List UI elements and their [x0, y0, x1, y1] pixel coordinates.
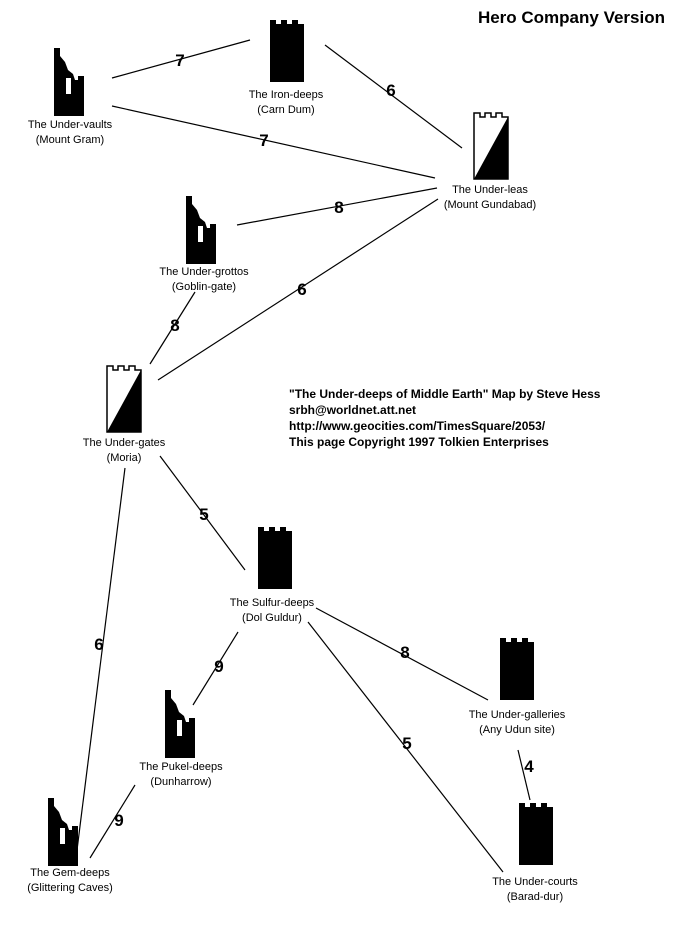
route-pukel-gem: [89, 784, 136, 859]
site-label-iron: The Iron-deeps (Carn Dum): [249, 88, 324, 118]
ruined-tower-icon: [186, 196, 216, 264]
border-hold-icon: [473, 112, 509, 180]
site-location: (Dol Guldur): [242, 612, 302, 624]
dark-tower-icon: [258, 527, 292, 589]
site-name: The Under-grottos: [159, 266, 249, 278]
route-distance: 7: [175, 51, 185, 70]
dark-tower-icon: [519, 803, 553, 865]
credits-line: "The Under-deeps of Middle Earth" Map by…: [289, 387, 601, 401]
dark-tower-icon: [270, 20, 304, 82]
map-title: Hero Company Version: [477, 8, 665, 27]
route-distance: 5: [199, 505, 209, 524]
route-gates-sulfur: [159, 455, 246, 571]
site-location: (Glittering Caves): [27, 882, 113, 894]
route-gates-leas: [157, 198, 439, 381]
site-location: (Carn Dum): [257, 104, 315, 116]
site-name: The Under-courts: [492, 876, 578, 888]
site-label-courts: The Under-courts (Barad-dur): [492, 875, 578, 905]
site-label-pukel: The Pukel-deeps (Dunharrow): [139, 760, 222, 790]
site-name: The Iron-deeps: [248, 89, 324, 101]
route-sulfur-pukel: [192, 631, 239, 706]
site-name: The Pukel-deeps: [139, 761, 223, 773]
route-sulfur-courts: [307, 621, 504, 873]
site-label-leas: The Under-leas (Mount Gundabad): [444, 183, 536, 213]
site-location: (Barad-dur): [506, 891, 564, 903]
route-distance: 7: [259, 131, 269, 150]
site-location: (Moria): [106, 452, 142, 464]
route-vaults-iron: [111, 39, 251, 79]
site-name: The Sulfur-deeps: [229, 597, 315, 609]
site-label-gates: The Under-gates (Moria): [83, 436, 166, 466]
border-hold-icon: [106, 365, 142, 433]
route-distance: 8: [334, 198, 344, 217]
site-location: (Mount Gundabad): [443, 199, 537, 211]
site-name: The Under-gates: [82, 437, 166, 449]
route-gates-gem: [75, 467, 126, 859]
site-location: (Goblin-gate): [171, 281, 237, 293]
site-location: (Any Udun site): [479, 724, 555, 736]
route-sulfur-galleries: [315, 607, 489, 701]
route-grottos-leas: [236, 187, 438, 226]
credits-line: This page Copyright 1997 Tolkien Enterpr…: [289, 435, 549, 449]
route-distance: 9: [114, 811, 124, 830]
site-name: The Under-leas: [452, 184, 528, 196]
route-distance: 8: [400, 643, 410, 662]
route-grottos-gates: [149, 291, 196, 365]
route-distance: 4: [524, 757, 534, 776]
ruined-tower-icon: [48, 798, 78, 866]
site-label-galleries: The Under-galleries (Any Udun site): [469, 708, 566, 738]
credits-line: srbh@worldnet.att.net: [289, 403, 417, 417]
credits-block: "The Under-deeps of Middle Earth" Map by…: [289, 386, 600, 450]
route-distance: 5: [402, 734, 412, 753]
credits-line: http://www.geocities.com/TimesSquare/205…: [289, 419, 546, 433]
site-label-sulfur: The Sulfur-deeps (Dol Guldur): [230, 596, 314, 626]
route-distance: 6: [297, 280, 307, 299]
site-label-gem: The Gem-deeps (Glittering Caves): [27, 866, 113, 896]
site-location: (Dunharrow): [150, 776, 212, 788]
site-label-vaults: The Under-vaults (Mount Gram): [28, 118, 112, 148]
site-name: The Under-vaults: [27, 119, 113, 131]
route-distance: 6: [386, 81, 396, 100]
site-location: (Mount Gram): [35, 134, 105, 146]
ruined-tower-icon: [165, 690, 195, 758]
route-vaults-leas: [111, 105, 436, 179]
dark-tower-icon: [500, 638, 534, 700]
ruined-tower-icon: [54, 48, 84, 116]
site-name: The Gem-deeps: [30, 867, 110, 879]
route-galleries-courts: [517, 749, 531, 801]
route-iron-leas: [324, 44, 463, 149]
route-distance: 9: [214, 657, 224, 676]
route-distance: 8: [170, 316, 180, 335]
site-name: The Under-galleries: [468, 709, 566, 721]
site-label-grottos: The Under-grottos (Goblin-gate): [159, 265, 248, 295]
route-distance: 6: [94, 635, 104, 654]
